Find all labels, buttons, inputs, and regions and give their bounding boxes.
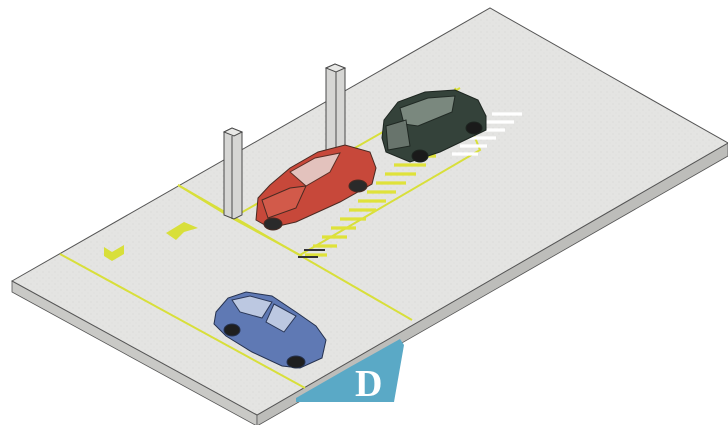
chevron-up-icon bbox=[166, 222, 198, 240]
lane-line-outer bbox=[59, 253, 306, 389]
column-right bbox=[324, 63, 347, 155]
car-blue-hatchback bbox=[213, 291, 327, 369]
hatch-dark bbox=[298, 249, 325, 258]
zone-label-background bbox=[296, 339, 404, 402]
car-dark-van bbox=[381, 89, 487, 163]
column-left bbox=[222, 127, 244, 220]
zone-label: D bbox=[355, 363, 382, 405]
car-red-coupe bbox=[255, 144, 377, 231]
chevron-down-icon-right bbox=[112, 245, 124, 261]
chevron-down-icon bbox=[104, 247, 112, 261]
